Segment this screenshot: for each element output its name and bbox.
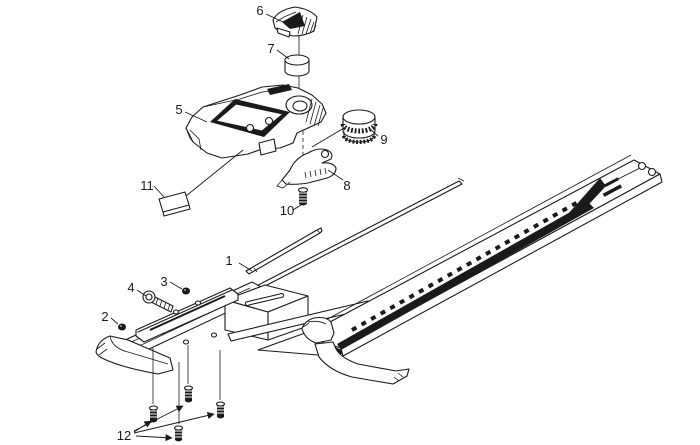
part-label-10: 10 xyxy=(280,203,294,218)
beam-lower-jaw xyxy=(314,341,410,385)
part-label-11: 11 xyxy=(140,178,154,193)
scale-wedge xyxy=(568,178,606,218)
locking-clamp xyxy=(276,148,337,189)
part-label-4: 4 xyxy=(127,280,134,295)
slider-assembly xyxy=(95,281,372,375)
screw xyxy=(215,401,226,419)
part-label-9: 9 xyxy=(380,132,387,147)
clamp-screw xyxy=(297,187,309,206)
part-label-2: 2 xyxy=(101,309,108,324)
callout-leaders xyxy=(110,13,379,325)
screw xyxy=(148,405,159,423)
scale-band xyxy=(337,202,594,350)
part-label-12: 12 xyxy=(117,428,131,443)
display-housing xyxy=(185,84,327,159)
part-label-6: 6 xyxy=(256,3,263,18)
part-label-8: 8 xyxy=(343,178,350,193)
label-plate xyxy=(158,149,244,217)
gib-nut xyxy=(182,287,190,295)
beam-markings xyxy=(602,177,623,197)
battery-cover xyxy=(272,6,318,38)
housing-button xyxy=(245,123,255,133)
gib-screw xyxy=(142,290,174,313)
part-label-5: 5 xyxy=(175,102,182,117)
thumb-wheel xyxy=(311,109,378,148)
screw xyxy=(183,385,194,403)
part-label-3: 3 xyxy=(160,274,167,289)
mounting-screws xyxy=(133,345,226,442)
part-label-7: 7 xyxy=(267,41,274,56)
depth-bar xyxy=(245,227,323,275)
beam-end-hole xyxy=(647,167,657,177)
part-label-1: 1 xyxy=(225,253,232,268)
beam-end-hole xyxy=(637,161,647,171)
gib-nut-2 xyxy=(118,323,126,331)
housing-button xyxy=(264,116,274,126)
callout-labels: 1 2 3 4 5 6 7 8 9 10 11 12 xyxy=(101,3,387,443)
scale-dots xyxy=(353,208,581,338)
battery xyxy=(284,54,310,77)
screw xyxy=(173,425,184,442)
main-beam xyxy=(301,154,663,385)
